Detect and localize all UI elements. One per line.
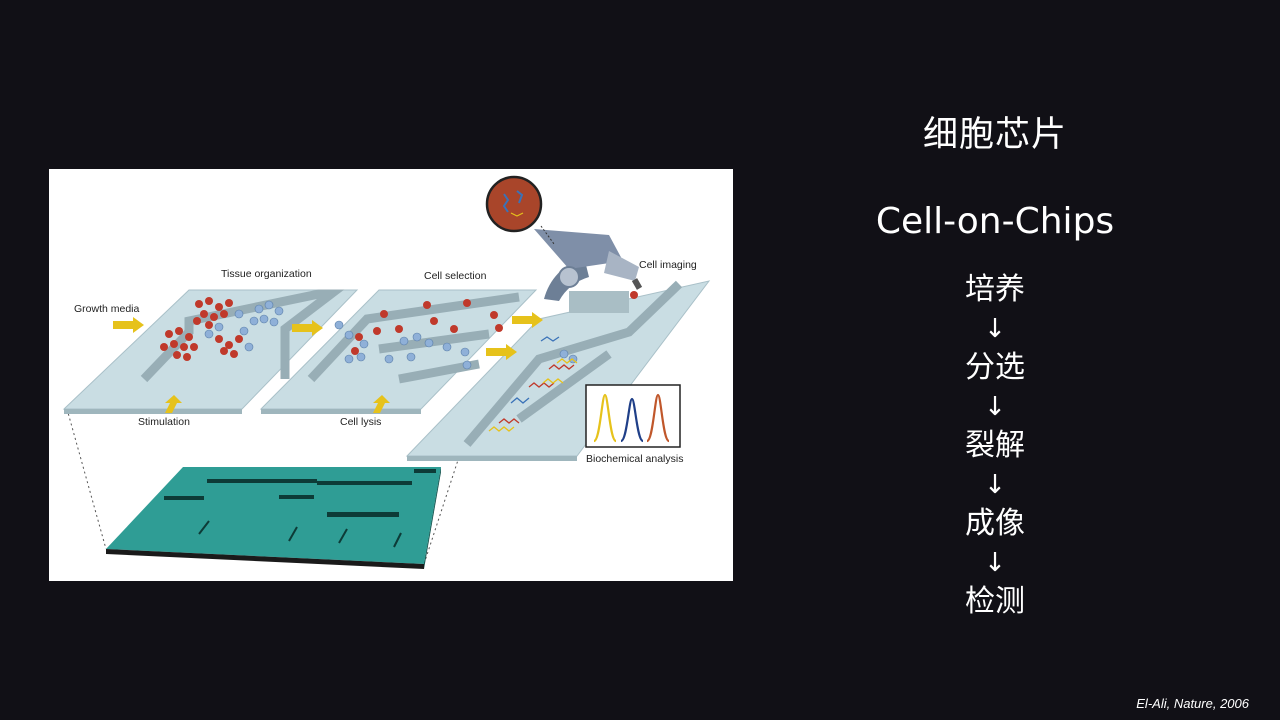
citation: El-Ali, Nature, 2006 — [1136, 696, 1249, 711]
label-biochemical-analysis: Biochemical analysis — [586, 453, 683, 465]
step-sorting: 分选 — [965, 350, 1025, 385]
microscope-icon — [534, 229, 643, 301]
red-cells — [160, 291, 638, 361]
figure-illustration: Growth media Tissue organization Cell se… — [62, 175, 711, 569]
step-culture: 培养 — [965, 272, 1025, 307]
title-english: Cell-on-Chips — [875, 201, 1115, 242]
process-steps: 培养 ↓ 分选 ↓ 裂解 ↓ 成像 ↓ 检测 — [850, 268, 1140, 624]
step-detection: 检测 — [965, 584, 1025, 619]
magnified-cell-icon — [485, 175, 555, 245]
flow-arrows — [113, 312, 543, 413]
dna-strands — [488, 336, 578, 432]
label-stimulation: Stimulation — [138, 416, 190, 428]
label-cell-lysis: Cell lysis — [340, 416, 381, 428]
label-tissue-organization: Tissue organization — [221, 268, 312, 280]
down-arrow-icon: ↓ — [984, 470, 1006, 500]
label-cell-imaging: Cell imaging — [639, 259, 697, 271]
title-chinese: 细胞芯片 — [922, 115, 1067, 155]
projection-line — [66, 408, 107, 550]
biochemical-analysis-chart — [585, 384, 681, 448]
down-arrow-icon: ↓ — [984, 392, 1006, 422]
chip-substrate — [106, 467, 441, 569]
tissue-organization-panel — [62, 289, 359, 414]
projection-line — [423, 456, 460, 565]
down-arrow-icon: ↓ — [984, 314, 1006, 344]
step-lysis: 裂解 — [965, 428, 1025, 463]
down-arrow-icon: ↓ — [984, 548, 1006, 578]
slide-text-column: 细胞芯片 Cell-on-Chips 培养 ↓ 分选 ↓ 裂解 ↓ 成像 ↓ 检… — [850, 110, 1140, 624]
cell-selection-panel — [259, 289, 538, 414]
label-growth-media: Growth media — [74, 303, 140, 315]
step-imaging: 成像 — [965, 506, 1025, 541]
lab-on-chip-figure: Growth media Tissue organization Cell se… — [49, 169, 733, 581]
label-cell-selection: Cell selection — [424, 270, 487, 282]
